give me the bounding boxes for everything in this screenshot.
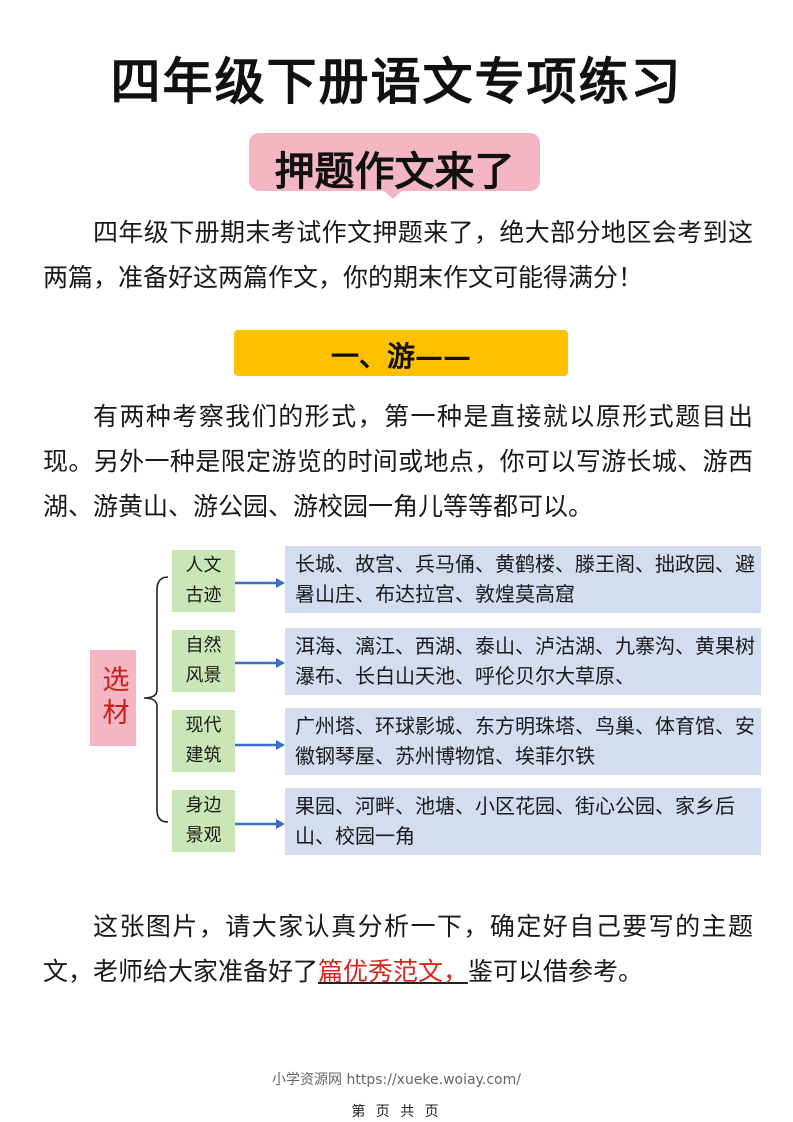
category-box: 自然风景 [172,630,235,692]
category-label: 人文古迹 [185,555,222,606]
category-box: 现代建筑 [172,710,235,772]
category-label: 现代建筑 [185,715,222,766]
closing-paragraph: 这张图片，请大家认真分析一下，确定好自己要写的主题文，老师给大家准备好了篇优秀范… [43,904,753,994]
footer-page-number: 第 页 共 页 [351,1104,442,1120]
subtitle: 押题作文来了 [274,148,515,195]
arrow-icon-2 [235,658,285,668]
intro-paragraph: 四年级下册期末考试作文押题来了，绝大部分地区会考到这两篇，准备好这两篇作文，你的… [43,218,753,292]
content-box: 长城、故宫、兵马俑、黄鹤楼、滕王阁、拙政园、避暑山庄、布达拉宫、敦煌莫高窟 [285,546,761,613]
diagram-root-label: 选材 [97,665,129,731]
content-box: 果园、河畔、池塘、小区花园、街心公园、家乡后山、校园一角 [285,788,761,855]
section-banner: 一、游—— [234,330,568,376]
subtitle-banner: 押题作文来了 [249,133,540,199]
section-title: 一、游—— [330,340,471,373]
category-label: 身边景观 [185,795,222,846]
category-box: 身边景观 [172,790,235,852]
category-label: 自然风景 [185,635,222,686]
diagram-root-box: 选材 [90,650,136,746]
bracket-line [143,576,169,823]
content-box: 广州塔、环球影城、东方明珠塔、鸟巢、体育馆、安徽钢琴屋、苏州博物馆、埃菲尔铁 [285,708,761,775]
highlight-text: 篇优秀范文， [318,957,469,986]
page-title: 四年级下册语文专项练习 [110,53,683,111]
closing-text-after: 鉴可以借参考。 [468,957,644,986]
category-box: 人文古迹 [172,550,235,612]
section-paragraph: 有两种考察我们的形式，第一种是直接就以原形式题目出现。另外一种是限定游览的时间或… [43,402,753,521]
closing-text-before: 这张图片，请大家认真分析一下，确定好自己要写的主题文，老师给大家准备好了 [43,912,753,986]
arrow-icon-4 [235,819,285,829]
footer-site: 小学资源网 https://xueke.woiay.com/ [272,1072,521,1088]
arrow-icon-1 [235,578,285,588]
arrow-icon-3 [235,740,285,750]
content-box: 洱海、漓江、西湖、泰山、泸沽湖、九寨沟、黄果树瀑布、长白山天池、呼伦贝尔大草原、 [285,628,761,695]
